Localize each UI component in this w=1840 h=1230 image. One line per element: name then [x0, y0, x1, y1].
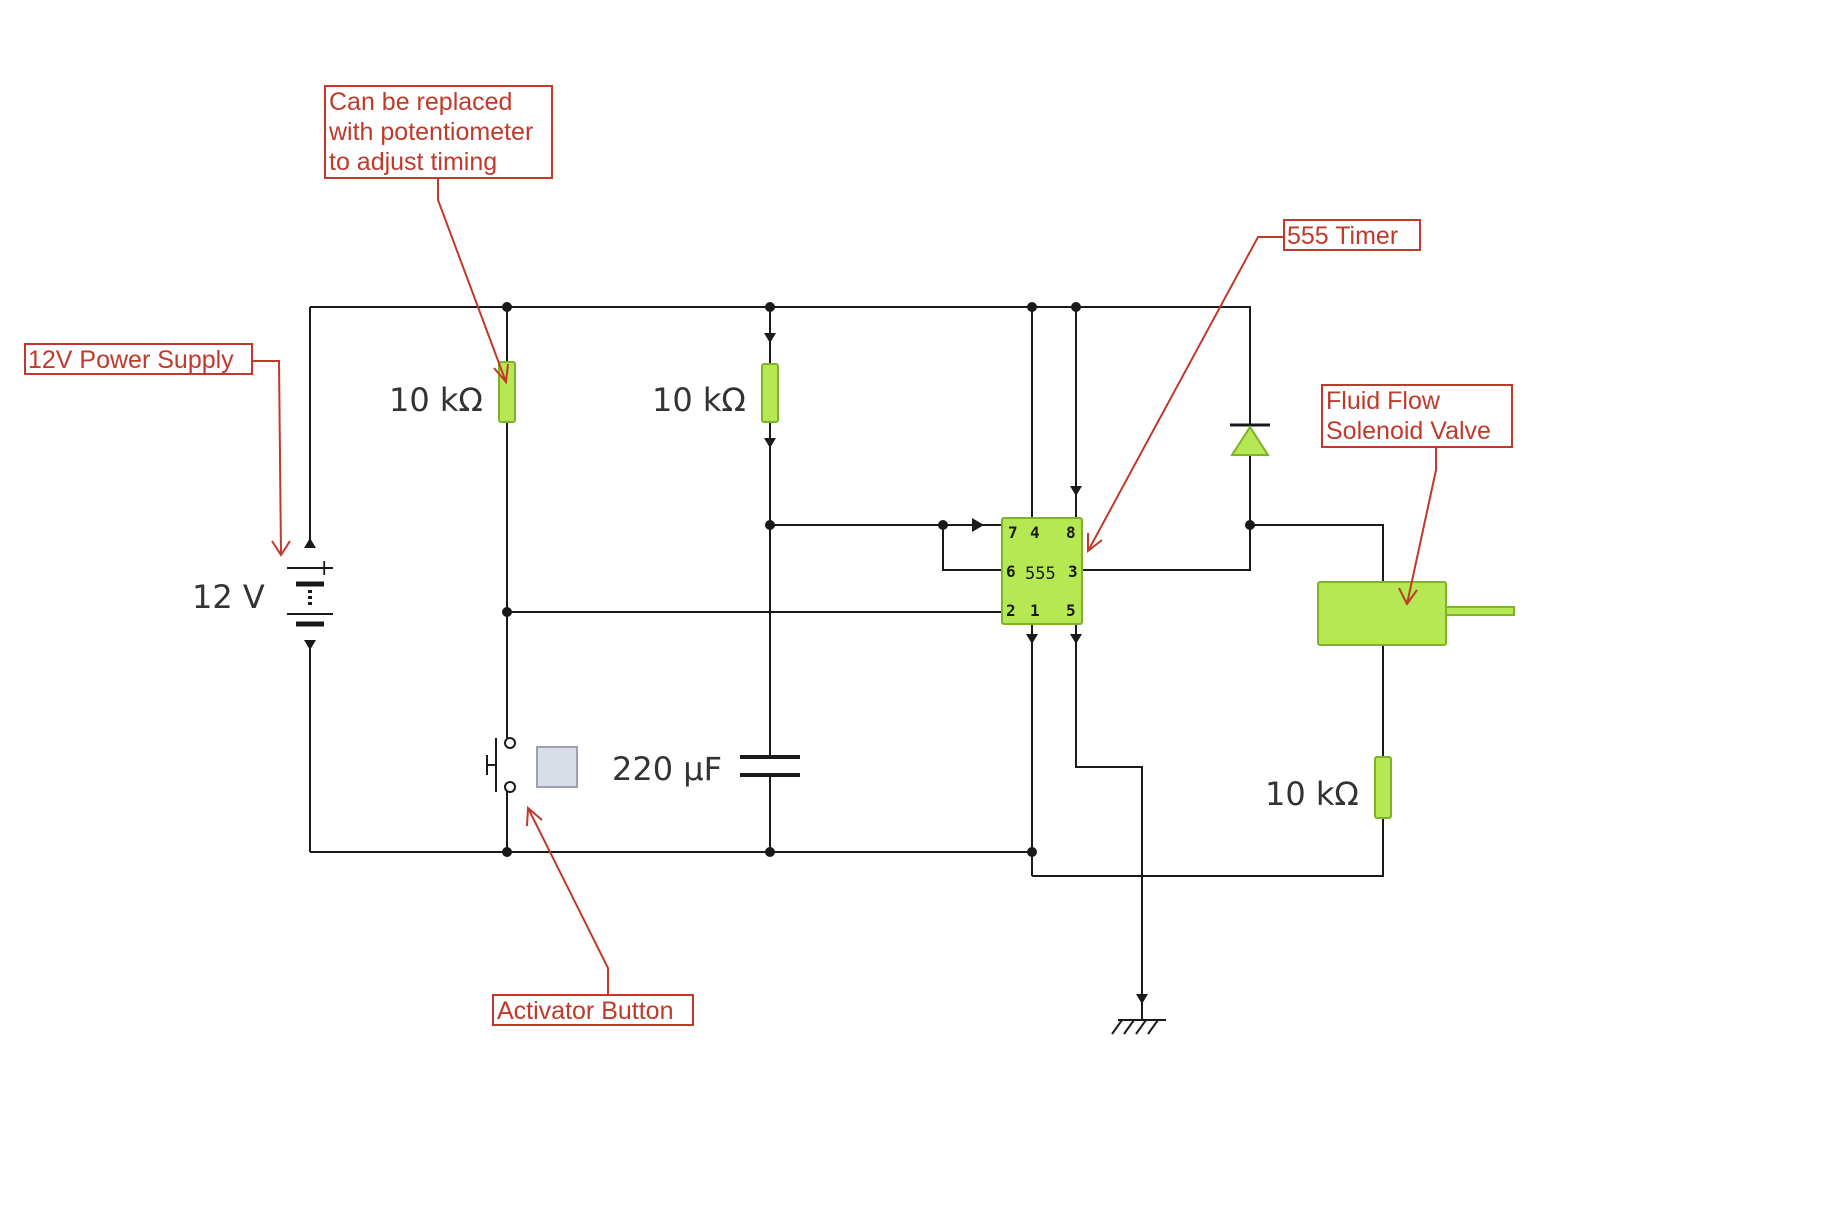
ground-hatch: [1111, 1019, 1123, 1035]
solenoid-valve: [1317, 581, 1515, 646]
resistor-r2-value: 10 kΩ: [652, 381, 746, 419]
node: [1027, 847, 1037, 857]
arrow-chip-gnd: [1026, 634, 1038, 644]
arrow-ground: [1136, 994, 1148, 1004]
annotation-line: to adjust timing: [329, 148, 497, 176]
battery: + 12 V: [192, 556, 333, 627]
node: [502, 847, 512, 857]
annotation-button: Activator Button: [492, 805, 694, 1026]
annotation-line: Fluid Flow: [1326, 387, 1441, 415]
leader-arrowhead: [1398, 587, 1418, 606]
resistor-r3-value: 10 kΩ: [1265, 775, 1359, 813]
leader-line: [1406, 447, 1437, 605]
node: [1027, 302, 1037, 312]
arrow-r2-top: [764, 333, 776, 343]
arrow-battery-bottom: [304, 640, 316, 650]
node: [765, 302, 775, 312]
node: [938, 520, 948, 530]
node: [765, 520, 775, 530]
capacitor: 220 µF: [612, 750, 800, 788]
ground-hatch: [1123, 1019, 1135, 1035]
chip-pin-6: 6: [1006, 562, 1016, 581]
arrow-r2-bottom: [764, 438, 776, 448]
ground-hatch: [1147, 1019, 1159, 1035]
chip-pin-8: 8: [1066, 523, 1076, 542]
chip-label: 555: [1025, 564, 1056, 584]
solenoid-plunger: [1445, 606, 1515, 616]
leader-line: [527, 807, 609, 995]
junction-nodes: [502, 302, 1255, 857]
chip-pin-7: 7: [1008, 523, 1018, 542]
wire-pin6-loop: [942, 525, 1002, 571]
arrow-chip-pin5: [1070, 634, 1082, 644]
resistor-r2-body: [761, 363, 779, 423]
leader-arrowhead: [493, 363, 509, 385]
chip-pin-1: 1: [1030, 601, 1040, 620]
ground-symbol: [1111, 1019, 1166, 1035]
push-button-switch: [486, 737, 578, 793]
resistor-r3: 10 kΩ: [1265, 756, 1392, 819]
annotation-line: Solenoid Valve: [1326, 417, 1491, 445]
annotation-box: [24, 343, 253, 375]
annotation-line: with potentiometer: [328, 118, 533, 146]
leader-arrowhead: [526, 805, 543, 827]
resistor-r1-value: 10 kΩ: [389, 381, 483, 419]
annotation-box: [1283, 219, 1421, 251]
battery-value-label: 12 V: [192, 578, 265, 616]
leader-line: [437, 178, 507, 383]
diode-triangle: [1230, 425, 1270, 456]
annotation-line: 12V Power Supply: [28, 346, 234, 374]
wires: [309, 306, 1384, 1020]
annotation-potentiometer: Can be replaced with potentiometer to ad…: [324, 85, 553, 385]
wire-top-rail: [310, 306, 1251, 420]
chip-pin-4: 4: [1030, 523, 1040, 542]
chip-body: [1001, 517, 1083, 625]
annotation-timer: 555 Timer: [1087, 219, 1421, 554]
switch-button-square[interactable]: [536, 746, 578, 788]
leader-line: [1087, 236, 1284, 552]
node: [1071, 302, 1081, 312]
chip-pin-2: 2: [1006, 601, 1016, 620]
leader-arrowhead: [1087, 533, 1103, 554]
chip-pin-3: 3: [1068, 562, 1078, 581]
wire-chip-pin5: [1075, 624, 1143, 1020]
switch-contact-top: [504, 737, 516, 749]
wire-solenoid-top: [1250, 524, 1384, 582]
arrow-vcc-b: [1070, 486, 1082, 496]
switch-contact-bottom: [504, 781, 516, 793]
solenoid-body: [1317, 581, 1447, 646]
chip-pin-5: 5: [1066, 601, 1076, 620]
annotation-box: [1321, 384, 1513, 448]
annotation-line: Can be replaced: [329, 88, 512, 116]
annotation-valve: Fluid Flow Solenoid Valve: [1321, 384, 1513, 606]
leader-line: [252, 360, 282, 556]
node: [502, 302, 512, 312]
arrow-battery-top: [304, 538, 316, 548]
annotation-line: 555 Timer: [1287, 222, 1398, 250]
timer-chip-555: 7 4 8 6 555 3 2 1 5: [1001, 517, 1083, 625]
leader-arrowhead: [271, 540, 291, 557]
node: [765, 847, 775, 857]
ground-hatch: [1135, 1019, 1147, 1035]
resistor-r3-body: [1374, 756, 1392, 819]
annotation-line: Activator Button: [497, 997, 673, 1025]
annotation-box: [492, 994, 694, 1026]
annotation-power: 12V Power Supply: [24, 343, 291, 557]
flyback-diode: [1230, 423, 1270, 456]
capacitor-value: 220 µF: [612, 750, 722, 788]
battery-plus-sign: +: [315, 556, 333, 581]
pin-arrows: [304, 333, 1148, 1004]
node: [1245, 520, 1255, 530]
node: [502, 607, 512, 617]
arrow-threshold: [972, 518, 984, 532]
wire-output: [1082, 455, 1251, 571]
resistor-r2: 10 kΩ: [652, 363, 779, 423]
wire-r3-bottom: [1032, 818, 1384, 877]
